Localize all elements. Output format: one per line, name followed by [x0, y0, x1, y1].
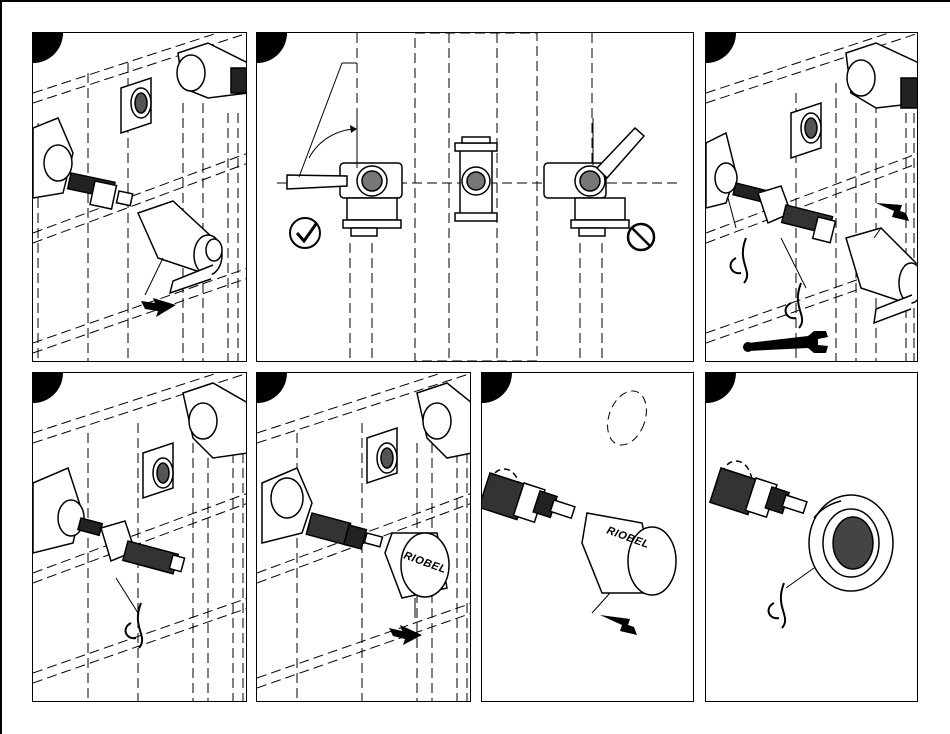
rotate-arrow-icon [731, 238, 803, 328]
wrench-icon [743, 331, 828, 353]
direction-arrow-icon [600, 615, 637, 635]
panel-step-5: RIOBEL [256, 372, 471, 702]
check-circle-icon [290, 218, 320, 248]
panel-step-7 [705, 372, 918, 702]
prohibited-circle-icon [628, 224, 654, 250]
page-top-rule [0, 0, 950, 2]
illustration-install-cap: RIOBEL [257, 373, 471, 702]
panel-step-3 [705, 32, 918, 362]
illustration-remove-sleeve [706, 33, 918, 362]
direction-arrow-icon [141, 298, 176, 317]
illustration-handle-orientation [257, 33, 694, 362]
panel-step-6: RIOBEL [481, 372, 694, 702]
page-left-rule [0, 0, 2, 734]
panel-step-2 [256, 32, 694, 362]
panel-step-1 [32, 32, 247, 362]
illustration-remove-handle [33, 33, 247, 362]
direction-arrow-icon [876, 203, 909, 221]
illustration-remove-flange [706, 373, 918, 702]
illustration-remove-cap: RIOBEL [482, 373, 694, 702]
panel-step-4 [32, 372, 247, 702]
rotate-arrow-icon [126, 603, 143, 648]
rotate-arrow-icon [769, 583, 786, 628]
illustration-unscrew-cartridge [33, 373, 247, 702]
